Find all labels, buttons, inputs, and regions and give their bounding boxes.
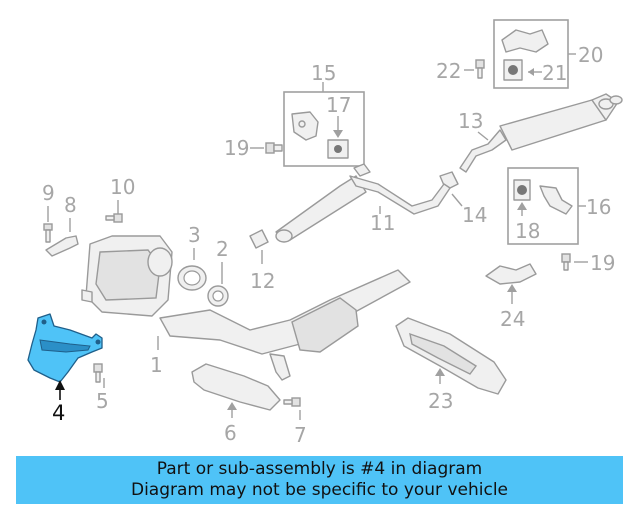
callout-3: 3 [188,223,201,247]
stud-9: 9 [42,181,55,243]
callout-5: 5 [96,389,109,413]
gasket-2: 2 [207,237,229,307]
callout-7: 7 [294,423,307,447]
bolt-5: 5 [93,363,109,413]
callout-14: 14 [462,203,487,227]
callout-11: 11 [370,211,395,235]
catalytic-converter-1 [291,297,359,353]
banner-line-2: Diagram may not be specific to your vehi… [130,480,508,500]
callout-17: 17 [326,93,351,117]
gasket-3: 3 [177,223,207,291]
callout-23: 23 [428,389,453,413]
callout-15: 15 [311,61,336,85]
muffler-inlet-pipe-13 [459,129,507,173]
front-pipe-body-1 [159,269,411,355]
exhaust-manifold-converter [81,235,173,317]
muffler-body-13 [499,99,607,151]
part-16-group: 16 18 [507,167,611,245]
intermediate-pipe-11: 11 [275,163,451,243]
callout-1: 1 [150,353,163,377]
bracket-16 [539,185,573,215]
callout-24: 24 [500,307,525,331]
info-banner: Part or sub-assembly is #4 in diagram Di… [16,456,623,504]
clamp-14: 14 [439,171,487,227]
front-pipe-1: 1 [150,269,411,381]
callout-19-lower: 19 [590,251,615,275]
callout-6: 6 [224,421,237,445]
callout-16: 16 [586,195,611,219]
part-15-group: 15 17 [283,61,365,167]
banner-line-1: Part or sub-assembly is #4 in diagram [156,459,483,479]
rear-muffler-13: 13 [458,93,623,173]
heat-shield-23: 23 [395,317,507,413]
hanger-20 [501,29,549,53]
callout-2: 2 [216,237,229,261]
bracket-8: 8 [45,193,79,257]
highlighted-part-4[interactable]: 4 [27,313,103,425]
part-22-bolt: 22 [436,59,485,83]
resonator-11 [275,175,367,241]
callout-19-upper: 19 [224,136,249,160]
clamp-12: 12 [249,229,275,293]
part-20-group: 20 21 [493,19,603,89]
callout-22: 22 [436,59,461,83]
part-15-box [283,91,365,167]
callout-10: 10 [110,175,135,199]
callout-12: 12 [250,269,275,293]
callout-18: 18 [515,219,540,243]
part-19-bolt-lower: 19 [561,251,615,275]
heat-shield-6: 6 [191,363,281,445]
callout-9: 9 [42,181,55,205]
callout-20: 20 [578,43,603,67]
callout-4: 4 [52,401,65,425]
callout-21: 21 [542,61,567,85]
part-19-bolt-upper: 19 [224,136,283,160]
bolt-10: 10 [105,175,135,223]
callout-13: 13 [458,109,483,133]
bolt-7: 7 [283,397,307,447]
heat-shield-bracket-24: 24 [485,263,537,331]
callout-8: 8 [64,193,77,217]
